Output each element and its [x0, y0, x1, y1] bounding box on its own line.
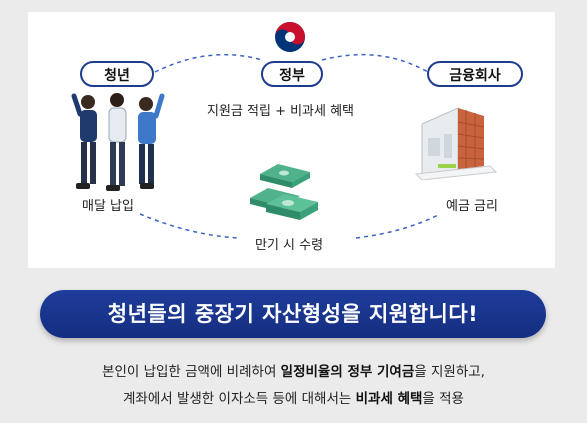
youth-caption: 매달 납입 [82, 199, 134, 214]
youth-people-icon [71, 93, 165, 191]
government-pill: 정부 [261, 61, 323, 87]
description-line-1: 본인이 납입한 금액에 비례하여 일정비율의 정부 기여금을 지원하고, [0, 360, 587, 380]
description-line-1-strong: 일정비율의 정부 기여금 [280, 364, 415, 380]
government-caption: 지원금 적립 + 비과세 혜택 [207, 104, 355, 119]
description-line-2-strong: 비과세 혜택 [355, 391, 423, 407]
description-line-2-pre: 계좌에서 발생한 이자소득 등에 대해서는 [123, 391, 356, 407]
description-line-2-post: 을 적용 [422, 391, 464, 407]
government-emblem-icon [275, 22, 305, 52]
banner-text: 청년들의 중장기 자산형성을 지원합니다! [107, 302, 479, 326]
description-line-2: 계좌에서 발생한 이자소득 등에 대해서는 비과세 혜택을 적용 [0, 387, 587, 407]
bank-title: 금융회사 [449, 68, 501, 84]
bank-caption: 예금 금리 [446, 199, 498, 214]
government-title: 정부 [279, 68, 305, 84]
bank-building-icon [414, 107, 498, 180]
description-line-1-pre: 본인이 납입한 금액에 비례하여 [102, 364, 281, 380]
description-line-1-post: 을 지원하고, [414, 364, 485, 380]
maturity-caption: 만기 시 수령 [255, 238, 324, 253]
youth-pill: 청년 [80, 61, 154, 87]
youth-title: 청년 [104, 68, 130, 84]
bank-pill: 금융회사 [427, 61, 523, 87]
money-stack-icon [250, 164, 318, 220]
main-banner: 청년들의 중장기 자산형성을 지원합니다! [40, 290, 546, 338]
